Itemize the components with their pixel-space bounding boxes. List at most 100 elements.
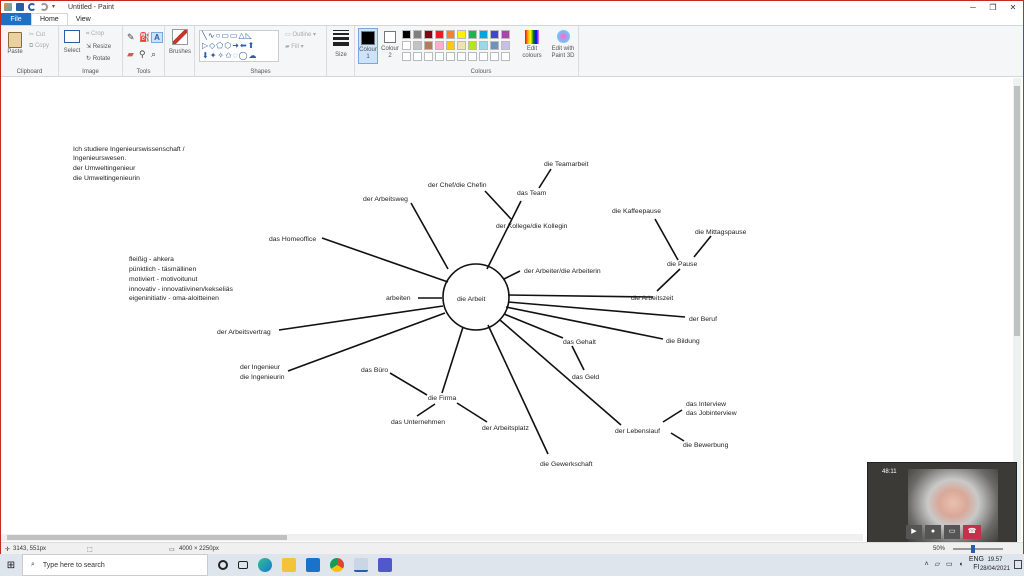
fill-bucket-icon[interactable]: ⛽ bbox=[139, 32, 151, 42]
mute-button[interactable]: ● bbox=[925, 525, 941, 539]
clock[interactable]: 19.57 28/04/2021 bbox=[980, 556, 1010, 574]
palette-swatch[interactable] bbox=[413, 52, 422, 61]
share-screen-button[interactable]: ▭ bbox=[944, 525, 960, 539]
drawing-canvas[interactable]: Ich studiere Ingenieurswissenschaft / In… bbox=[1, 78, 1015, 541]
palette-swatch[interactable] bbox=[413, 30, 422, 39]
teams-icon[interactable] bbox=[378, 558, 392, 572]
horizontal-scrollbar[interactable] bbox=[1, 534, 863, 541]
zoom-slider[interactable] bbox=[953, 548, 1003, 550]
palette-swatch[interactable] bbox=[468, 52, 477, 61]
palette-swatch[interactable] bbox=[501, 30, 510, 39]
edit-paint3d-button[interactable]: Edit with Paint 3D bbox=[547, 30, 579, 60]
edit-colours-button[interactable]: Edit colours bbox=[519, 30, 545, 60]
paint-taskbar-icon[interactable] bbox=[354, 558, 368, 572]
palette-swatch[interactable] bbox=[490, 41, 499, 50]
cut-button[interactable]: ✂ Cut bbox=[29, 32, 46, 38]
notifications-icon[interactable] bbox=[1014, 560, 1022, 569]
close-button[interactable]: ✕ bbox=[1009, 2, 1017, 12]
palette-swatch[interactable] bbox=[479, 52, 488, 61]
text-tool-icon[interactable]: A bbox=[151, 32, 163, 43]
tab-file[interactable]: File bbox=[1, 13, 31, 25]
mail-icon[interactable] bbox=[306, 558, 320, 572]
rotate-button[interactable]: ↻ Rotate bbox=[86, 56, 111, 62]
palette-swatch[interactable] bbox=[446, 30, 455, 39]
volume-icon[interactable]: ◖ bbox=[958, 560, 963, 568]
colour2-button[interactable]: Colour 2 bbox=[380, 28, 400, 64]
undo-icon[interactable] bbox=[28, 3, 36, 11]
pencil-icon[interactable]: ✎ bbox=[127, 32, 135, 42]
palette-swatch[interactable] bbox=[468, 41, 477, 50]
colour-picker-icon[interactable]: ⚲ bbox=[139, 49, 146, 59]
tab-home[interactable]: Home bbox=[31, 13, 68, 25]
palette-swatch[interactable] bbox=[424, 41, 433, 50]
palette-swatch[interactable] bbox=[457, 52, 466, 61]
palette-swatch[interactable] bbox=[479, 30, 488, 39]
palette-swatch[interactable] bbox=[435, 52, 444, 61]
status-bar: ✛ 3143, 551px ⬚ ▭ 4000 × 2250px 50% bbox=[1, 542, 1023, 554]
tab-view[interactable]: View bbox=[75, 15, 91, 23]
magnifier-icon[interactable]: ⌕ bbox=[151, 49, 157, 59]
palette-swatch[interactable] bbox=[468, 30, 477, 39]
cortana-icon[interactable] bbox=[218, 560, 228, 570]
palette-swatch[interactable] bbox=[435, 30, 444, 39]
customize-toolbar-icon[interactable]: ▾ bbox=[52, 4, 56, 10]
copy-button[interactable]: ⧉ Copy bbox=[29, 43, 49, 49]
chrome-icon[interactable] bbox=[330, 558, 344, 572]
palette-swatch[interactable] bbox=[479, 41, 488, 50]
outline-button[interactable]: ▭ Outline ▾ bbox=[285, 32, 317, 38]
palette-swatch[interactable] bbox=[402, 30, 411, 39]
colour1-button[interactable]: Colour 1 bbox=[358, 28, 378, 64]
battery-icon[interactable]: ▭ bbox=[945, 561, 953, 568]
palette-swatch[interactable] bbox=[435, 41, 444, 50]
end-call-button[interactable]: ☎ bbox=[963, 525, 981, 539]
vertical-scrollbar[interactable] bbox=[1013, 78, 1021, 541]
shapes-gallery[interactable]: ╲∿○▭▭△◺▷◇⬠⬡➜⬅⬆⬇✦✧✩◌◯☁ bbox=[199, 30, 279, 62]
maximize-button[interactable]: ❐ bbox=[989, 2, 997, 12]
word: die Pause bbox=[667, 261, 697, 268]
selection-icon: ⬚ bbox=[87, 547, 93, 553]
redo-icon[interactable] bbox=[40, 3, 48, 11]
chevron-up-icon[interactable]: ˄ bbox=[924, 560, 929, 568]
horizontal-scroll-thumb[interactable] bbox=[7, 535, 287, 540]
brushes-button[interactable]: Brushes bbox=[169, 29, 191, 55]
word: der Kollege/die Kollegin bbox=[496, 223, 568, 230]
taskbar-search[interactable]: ⌕ Type here to search bbox=[22, 554, 208, 576]
eraser-icon[interactable]: ▰ bbox=[127, 49, 134, 59]
task-view-icon[interactable] bbox=[238, 561, 248, 569]
palette-swatch[interactable] bbox=[446, 41, 455, 50]
word: der Arbeitsweg bbox=[363, 196, 408, 203]
palette-swatch[interactable] bbox=[490, 30, 499, 39]
paste-button[interactable]: Paste bbox=[5, 28, 25, 55]
crop-button[interactable]: ⌗ Crop bbox=[86, 31, 105, 37]
cursor-position: 3143, 551px bbox=[13, 546, 47, 552]
colour1-label: Colour 1 bbox=[359, 47, 377, 60]
palette-swatch[interactable] bbox=[501, 52, 510, 61]
palette-swatch[interactable] bbox=[402, 41, 411, 50]
zoom-slider-thumb[interactable] bbox=[971, 545, 975, 553]
minimize-button[interactable]: ─ bbox=[970, 2, 976, 12]
select-button[interactable]: Select bbox=[62, 30, 82, 54]
edge-icon[interactable] bbox=[258, 558, 272, 572]
palette-swatch[interactable] bbox=[457, 30, 466, 39]
word: der Chef/die Chefin bbox=[428, 182, 487, 189]
note-line: die Umweltingenieurin bbox=[73, 175, 140, 182]
size-button[interactable]: Size bbox=[331, 30, 351, 58]
palette-swatch[interactable] bbox=[413, 41, 422, 50]
palette-swatch[interactable] bbox=[424, 52, 433, 61]
start-button[interactable]: ⊞ bbox=[6, 559, 16, 571]
palette-swatch[interactable] bbox=[457, 41, 466, 50]
save-icon[interactable] bbox=[16, 3, 24, 11]
palette-swatch[interactable] bbox=[402, 52, 411, 61]
palette-swatch[interactable] bbox=[490, 52, 499, 61]
file-explorer-icon[interactable] bbox=[282, 558, 296, 572]
fill-button[interactable]: ▰ Fill ▾ bbox=[285, 44, 304, 50]
palette-swatch[interactable] bbox=[501, 41, 510, 50]
vertical-scroll-thumb[interactable] bbox=[1014, 86, 1020, 336]
palette-swatch[interactable] bbox=[446, 52, 455, 61]
resize-button[interactable]: ⇲ Resize bbox=[86, 44, 112, 50]
camera-toggle-button[interactable]: ▶ bbox=[906, 525, 922, 539]
note-line: Ingenieurswesen. bbox=[73, 155, 126, 162]
palette-swatch[interactable] bbox=[424, 30, 433, 39]
network-icon[interactable]: ▱ bbox=[934, 561, 940, 568]
language-indicator[interactable]: ENG FI bbox=[969, 556, 984, 572]
